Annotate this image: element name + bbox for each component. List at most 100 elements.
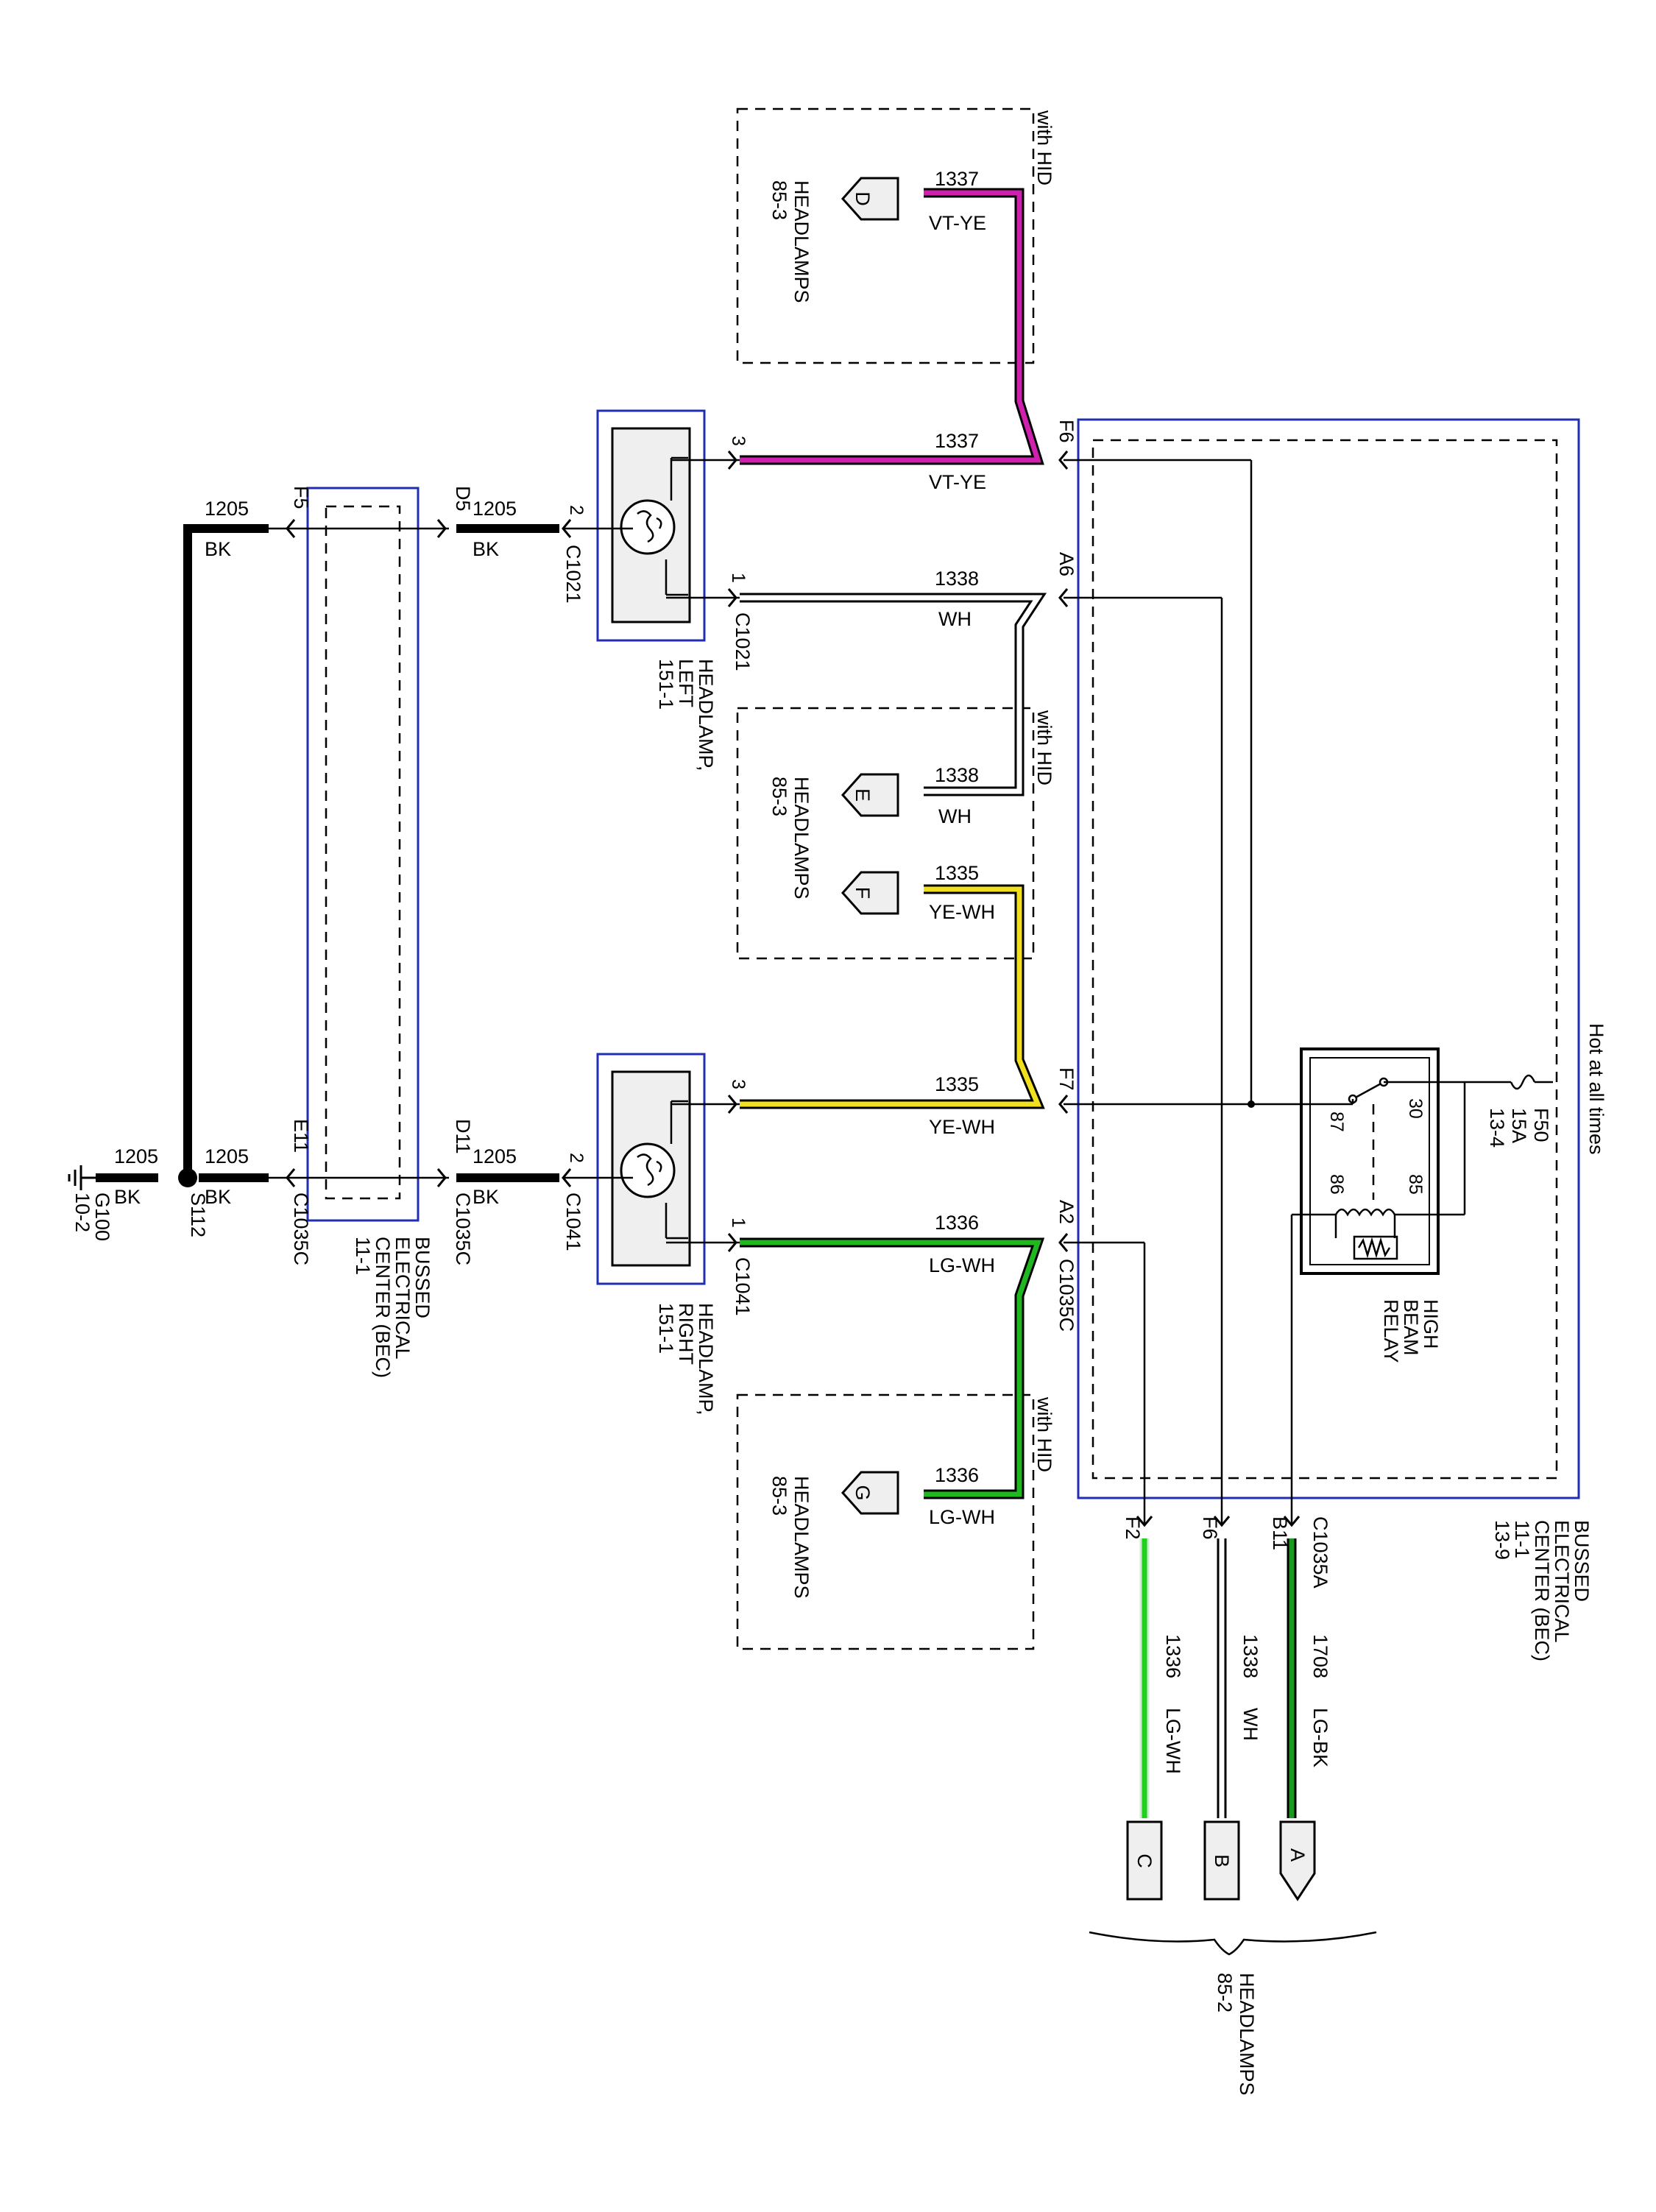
c1035c-right: C1035C <box>1055 1259 1078 1332</box>
terminal-f <box>841 871 899 915</box>
label-1335-b-color: YE-WH <box>929 1116 995 1138</box>
headlamp-leads <box>666 459 740 1244</box>
relay-name-3: RELAY <box>1380 1299 1402 1363</box>
wire-1205-thin <box>269 527 633 1179</box>
terminal-a <box>1279 1820 1316 1901</box>
fuse-id: F50 <box>1530 1108 1552 1142</box>
bec-right-name-3: CENTER (BEC) <box>1531 1520 1553 1661</box>
label-1205-d-num: 1205 <box>205 1145 249 1167</box>
relay-name-1: HIGH <box>1420 1299 1442 1349</box>
label-1336-a-num: 1336 <box>935 1212 979 1234</box>
label-1336-b-num: 1336 <box>935 1464 979 1486</box>
bec-right-ref-2: 13-9 <box>1491 1520 1513 1560</box>
terminal-a-label: A <box>1287 1848 1309 1862</box>
label-1205-d-color: BK <box>205 1186 231 1208</box>
c1021-pin2-connector: C1021 <box>562 545 584 604</box>
terminal-b-label: B <box>1211 1854 1233 1868</box>
wire-1336 <box>740 1237 1045 1499</box>
headlamp-right-ref: 151-1 <box>655 1303 677 1354</box>
wire-1338 <box>740 593 1047 796</box>
wire-1335 <box>740 884 1045 1109</box>
fuse-rating: 15A <box>1508 1108 1530 1143</box>
hid-box-bottom <box>736 1393 1035 1650</box>
label-1338-c-num: 1338 <box>1239 1634 1262 1678</box>
label-1337-a-color: VT-YE <box>929 212 986 234</box>
label-1336-c-color: LG-WH <box>1162 1708 1184 1774</box>
label-1205-e-color: BK <box>473 1186 499 1208</box>
label-1338-b-num: 1338 <box>935 764 979 786</box>
pin-d5: D5 <box>452 486 474 512</box>
pin-a6: A6 <box>1055 552 1078 576</box>
headlamps-85-3-top-name: HEADLAMPS <box>790 180 813 303</box>
label-1338-c-color: WH <box>1239 1708 1262 1741</box>
pin-f6-top: F6 <box>1055 420 1078 443</box>
terminal-c <box>1126 1820 1163 1901</box>
terminal-c-label: C <box>1133 1854 1156 1868</box>
terminal-pentagons <box>841 177 1316 1901</box>
label-1205-a-num: 1205 <box>205 498 249 520</box>
pin-f6-bottom: F6 <box>1199 1516 1221 1540</box>
c1035c-left-a: C1035C <box>290 1192 312 1265</box>
label-1336-c-num: 1336 <box>1162 1634 1184 1678</box>
terminal-f-label: F <box>852 887 874 900</box>
label-1335-b-num: 1335 <box>935 1073 979 1095</box>
wire-1337 <box>740 188 1044 465</box>
terminal-g <box>841 1471 899 1515</box>
bec-left-name-2: ELECTRICAL <box>392 1237 414 1360</box>
ground-id: G100 <box>91 1192 113 1241</box>
high-beam-relay <box>1300 1047 1440 1275</box>
hl-left-pin1: 1 <box>728 573 749 583</box>
wire-1205 <box>96 524 559 1182</box>
hid-box-top <box>736 107 1035 364</box>
terminal-b <box>1203 1820 1240 1901</box>
connector-arrows <box>286 450 1069 1252</box>
pin-arrows <box>1136 1516 1301 1527</box>
terminal-d <box>841 177 899 221</box>
headlamps-85-2-ref: 85-2 <box>1214 1973 1236 2013</box>
headlamp-right-box <box>596 1053 706 1285</box>
headlamps-85-3-bot-name: HEADLAMPS <box>790 1476 813 1599</box>
hl-left-pin2: 2 <box>566 505 587 515</box>
label-1205-b-num: 1205 <box>473 498 517 520</box>
label-1335-a-num: 1335 <box>935 862 979 884</box>
label-1336-a-color: LG-WH <box>929 1254 995 1276</box>
bec-left-name-1: BUSSED <box>411 1237 434 1318</box>
headlamp-right-name-1: HEADLAMP, <box>695 1303 717 1416</box>
label-1708-num: 1708 <box>1309 1634 1331 1678</box>
label-1338-a-num: 1338 <box>935 568 979 590</box>
headlamps-85-3-mid-name: HEADLAMPS <box>790 777 813 900</box>
label-1335-a-color: YE-WH <box>929 901 995 923</box>
label-1337-a-num: 1337 <box>935 168 979 190</box>
pin-f7: F7 <box>1055 1067 1078 1091</box>
label-1205-e-num: 1205 <box>473 1145 517 1167</box>
ground-ref: 10-2 <box>71 1192 93 1232</box>
terminal-g-label: G <box>852 1485 874 1500</box>
hid-label-top: with HID <box>1033 110 1055 185</box>
pin-d11: D11 <box>452 1119 474 1154</box>
label-1338-a-color: WH <box>938 608 972 630</box>
pin-a2: A2 <box>1055 1200 1078 1224</box>
headlamps-85-2-name: HEADLAMPS <box>1236 1973 1258 2096</box>
label-1337-b-color: VT-YE <box>929 471 986 493</box>
headlamps-85-3-bot-ref: 85-3 <box>768 1476 790 1516</box>
terminal-d-label: D <box>852 191 874 206</box>
ground-symbol <box>68 1165 96 1190</box>
splice-dot <box>178 1168 197 1187</box>
hid-label-bottom: with HID <box>1033 1396 1055 1472</box>
relay-pin-86: 86 <box>1326 1174 1347 1195</box>
hl-right-pin1: 1 <box>728 1218 749 1228</box>
label-1708-color: LG-BK <box>1309 1708 1331 1767</box>
headlamp-right-name-2: RIGHT <box>675 1303 697 1365</box>
headlamp-left-box <box>596 409 706 642</box>
label-1337-b-num: 1337 <box>935 430 979 452</box>
hid-label-middle: with HID <box>1033 710 1055 785</box>
hot-at-all-times: Hot at all times <box>1585 1023 1607 1155</box>
rotated-labels: with HID with HID with HID HEADLAMPS 85-… <box>71 110 1607 2096</box>
hid-box-middle <box>736 707 1035 960</box>
headlamp-left-name-2: LEFT <box>675 659 697 707</box>
bec-right-name-1: BUSSED <box>1571 1520 1593 1602</box>
bec-right-ref-1: 11-1 <box>1511 1520 1533 1558</box>
c1041-pin2-connector: C1041 <box>562 1192 584 1251</box>
relay-pin-87: 87 <box>1326 1112 1347 1132</box>
